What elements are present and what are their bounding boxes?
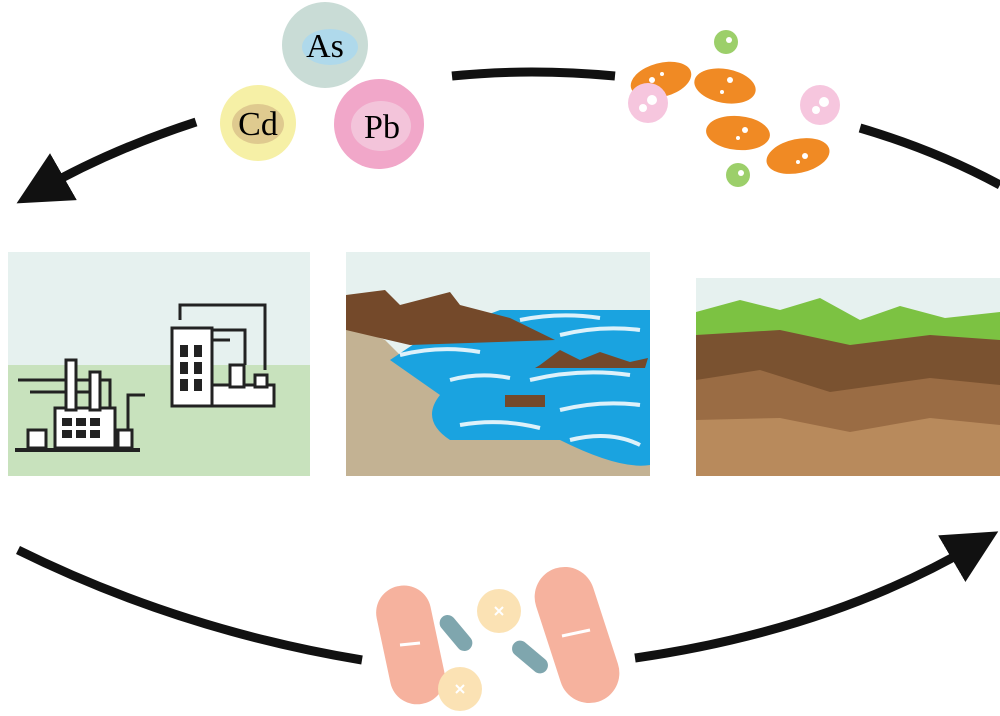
soil-panel (696, 278, 1000, 476)
industrial-panel (8, 252, 310, 476)
arrow-bottom-left (16, 545, 363, 665)
microbes (628, 30, 840, 187)
arrow-top-middle (451, 67, 616, 81)
arsenic-circle: As (282, 2, 368, 88)
lead-label: Pb (364, 109, 400, 146)
arrow-top-right (858, 123, 1000, 189)
water-panel (346, 252, 650, 476)
lead-circle: Pb (334, 79, 424, 169)
cadmium-circle: Cd (220, 85, 296, 161)
cadmium-label: Cd (238, 106, 278, 143)
arrow-top-left (16, 117, 198, 204)
arrow-bottom-right (634, 531, 999, 663)
pharmaceuticals (376, 566, 620, 711)
arsenic-label: As (306, 28, 344, 65)
